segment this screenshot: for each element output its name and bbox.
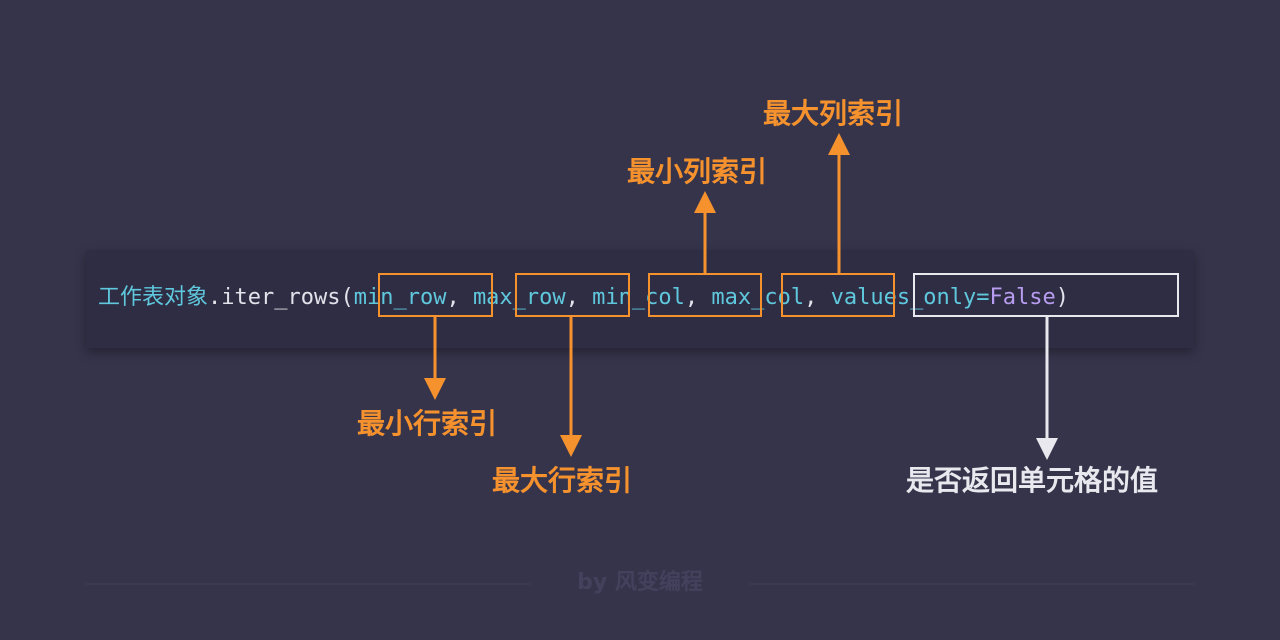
label-max-row-index: 最大行索引 <box>492 464 633 497</box>
values-only-arrow-icon <box>1036 316 1058 460</box>
param-min-row: min_row <box>353 285 447 310</box>
min-col-arrow-icon <box>694 191 716 274</box>
label-min-col-index: 最小列索引 <box>627 155 768 188</box>
close-paren: ) <box>1055 285 1070 310</box>
label-max-col-index: 最大列索引 <box>763 97 904 130</box>
comma-1: , <box>446 285 460 310</box>
min-row-highlight-box <box>378 273 493 317</box>
values-only-highlight-box <box>913 273 1179 317</box>
max-row-arrow-icon <box>560 316 582 457</box>
max-col-arrow-icon <box>828 133 850 274</box>
label-values-only: 是否返回单元格的值 <box>906 464 1159 497</box>
label-min-row-index: 最小行索引 <box>357 407 498 440</box>
equals-sign: = <box>976 285 990 310</box>
max-row-highlight-box <box>515 273 630 317</box>
comma-2: , <box>565 285 579 310</box>
iter-rows-method: .iter_rows( <box>208 285 354 310</box>
param-min-col: min_col <box>592 285 685 310</box>
comma-3: , <box>684 285 699 310</box>
param-max-row: max_row <box>472 285 566 310</box>
comma-4: , <box>804 285 818 310</box>
param-max-col: max_col <box>711 285 805 310</box>
code-line: 工作表对象.iter_rows(min_row, max_row, min_co… <box>98 280 1069 316</box>
min-row-arrow-icon <box>424 316 446 400</box>
footer-credit: by 风变编程 <box>577 570 703 595</box>
min-col-highlight-box <box>648 273 762 317</box>
false-literal: False <box>989 285 1056 310</box>
param-values-only: values_only <box>830 285 977 310</box>
worksheet-object-text: 工作表对象 <box>98 285 209 310</box>
code-block <box>86 250 1194 348</box>
max-col-highlight-box <box>781 273 895 317</box>
